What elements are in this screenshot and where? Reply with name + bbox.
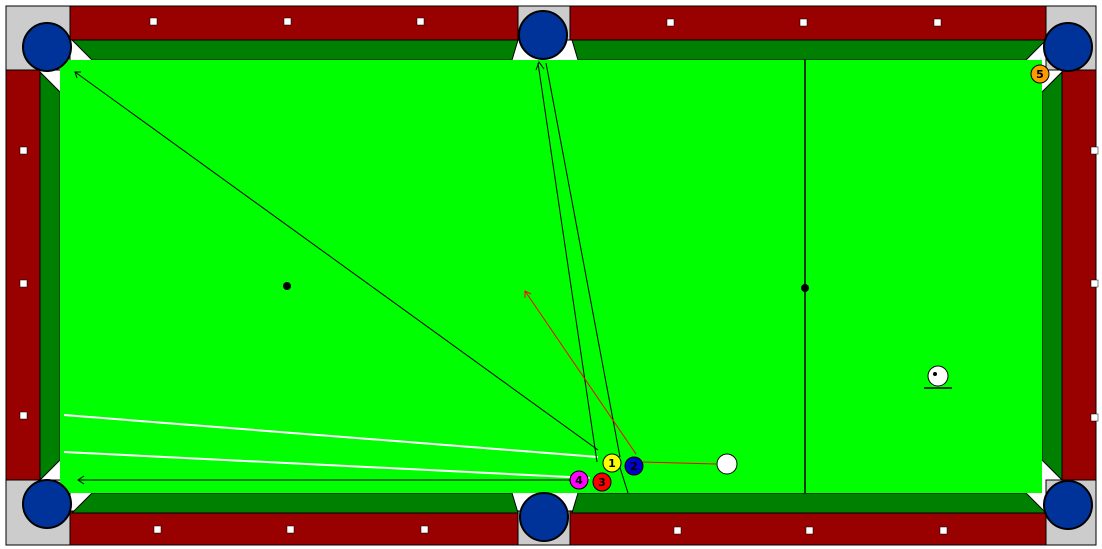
pocket-top-left bbox=[23, 23, 71, 71]
diamond bbox=[154, 526, 161, 533]
diamond bbox=[284, 18, 291, 25]
pocket-bottom-right bbox=[1044, 481, 1092, 529]
diamond bbox=[1091, 147, 1098, 154]
diamond bbox=[667, 19, 674, 26]
foot-spot bbox=[283, 282, 291, 290]
diamond bbox=[800, 19, 807, 26]
diamond bbox=[806, 527, 813, 534]
diamond bbox=[20, 412, 27, 419]
ball-5-label: 5 bbox=[1036, 68, 1044, 81]
ghost-cue-ball-dot bbox=[933, 372, 937, 376]
diamond bbox=[287, 526, 294, 533]
rail-top-right bbox=[570, 6, 1046, 40]
diamond bbox=[150, 18, 157, 25]
cushion-bottom-left bbox=[72, 493, 518, 513]
ball-3[interactable]: 3 bbox=[593, 473, 611, 491]
diamond bbox=[421, 526, 428, 533]
pocket-top-right bbox=[1044, 23, 1092, 71]
diamond bbox=[20, 147, 27, 154]
ball-1-label: 1 bbox=[608, 457, 616, 470]
cushion-top-left bbox=[72, 40, 518, 60]
cushion-top-right bbox=[572, 40, 1046, 60]
ball-3-label: 3 bbox=[598, 476, 606, 489]
ball-2-label: 2 bbox=[630, 460, 638, 473]
cue-ball[interactable] bbox=[717, 454, 737, 474]
diamond bbox=[20, 280, 27, 287]
diamond bbox=[417, 18, 424, 25]
cushion-left bbox=[40, 72, 60, 480]
pocket-bottom-left bbox=[23, 480, 71, 528]
ball-4-label: 4 bbox=[575, 474, 583, 487]
diamond bbox=[1091, 414, 1098, 421]
ball-1[interactable]: 1 bbox=[603, 454, 621, 472]
diamond bbox=[674, 527, 681, 534]
ball-5[interactable]: 5 bbox=[1031, 65, 1049, 83]
diamond bbox=[940, 527, 947, 534]
cushion-bottom-right bbox=[572, 493, 1046, 513]
felt[interactable] bbox=[60, 60, 1042, 493]
diamond bbox=[934, 19, 941, 26]
rail-top-left bbox=[70, 6, 518, 40]
diamond bbox=[1091, 280, 1098, 287]
head-spot bbox=[801, 284, 809, 292]
pocket-bottom-middle bbox=[520, 493, 568, 541]
pocket-top-middle bbox=[519, 11, 567, 59]
cushion-right bbox=[1042, 72, 1062, 480]
ball-2[interactable]: 2 bbox=[625, 457, 643, 475]
ball-4[interactable]: 4 bbox=[570, 471, 588, 489]
